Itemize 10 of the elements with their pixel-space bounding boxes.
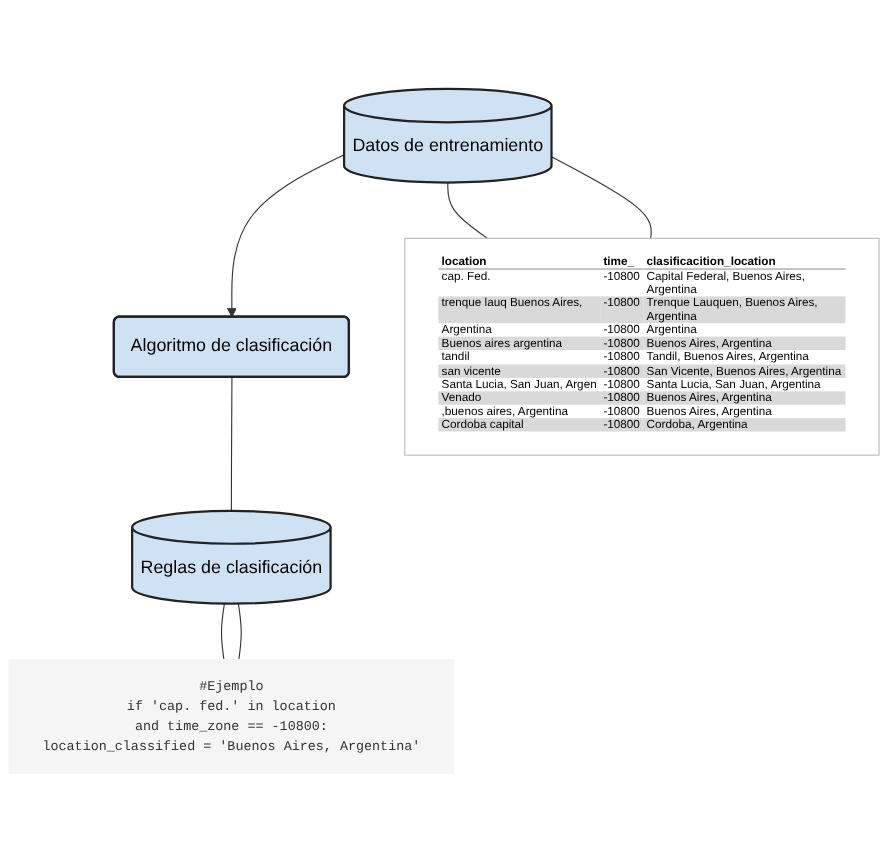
database-cylinder: Datos de entrenamiento xyxy=(342,88,553,185)
arrow xyxy=(227,155,345,319)
connector-line xyxy=(220,603,225,661)
process-box: Algoritmo de clasificación xyxy=(112,316,350,379)
data-table xyxy=(404,238,880,457)
connector-line xyxy=(230,377,233,513)
connector-line xyxy=(237,603,242,661)
connector-line xyxy=(550,157,652,240)
connector-line xyxy=(447,182,489,240)
database-cylinder: Reglas de clasificación xyxy=(131,510,332,606)
